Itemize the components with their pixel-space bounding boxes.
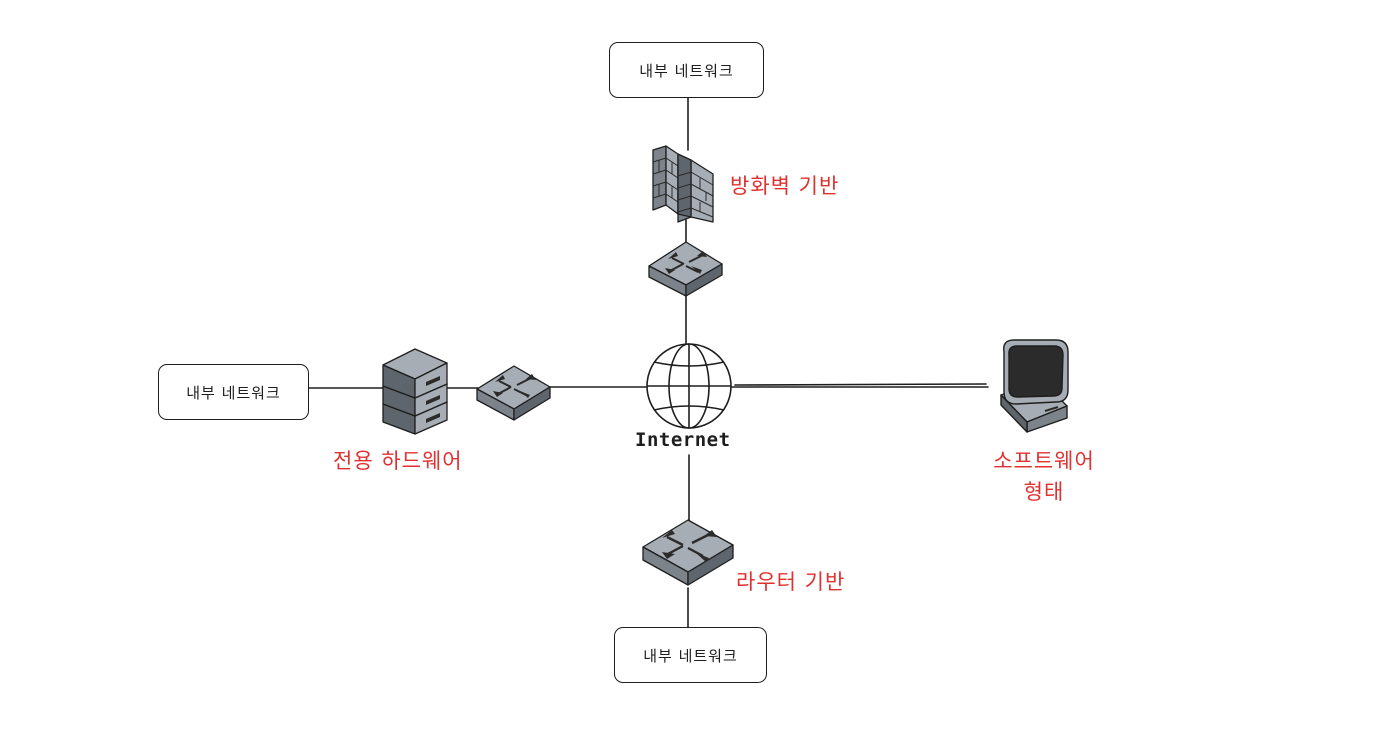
firewall-based-label: 방화벽 기반 [730,174,840,198]
internal-network-left-box: 내부 네트워크 [158,364,309,420]
switch-icon [648,241,723,297]
internet-label: Internet [635,429,731,451]
monitor-icon [1000,339,1069,433]
line-globe-monitor-2 [734,383,987,386]
switch-icon [642,519,734,586]
firewall-icon [652,145,714,223]
software-form-label-line2: 형태 [1023,480,1065,504]
software-form-label: 소프트웨어 형태 [984,446,1104,508]
internal-network-bottom-label: 내부 네트워크 [643,646,738,665]
internal-network-bottom-box: 내부 네트워크 [614,627,767,683]
internal-network-top-label: 내부 네트워크 [639,61,734,80]
dedicated-hardware-label: 전용 하드웨어 [333,449,463,473]
software-form-label-line1: 소프트웨어 [993,449,1095,473]
connector-lines [308,97,989,628]
globe-icon [646,343,732,429]
internal-network-top-box: 내부 네트워크 [609,42,764,98]
internal-network-left-label: 내부 네트워크 [186,383,281,402]
server-stack-icon [382,348,448,435]
router-based-label: 라우터 기반 [736,570,846,594]
switch-icon [476,365,551,421]
